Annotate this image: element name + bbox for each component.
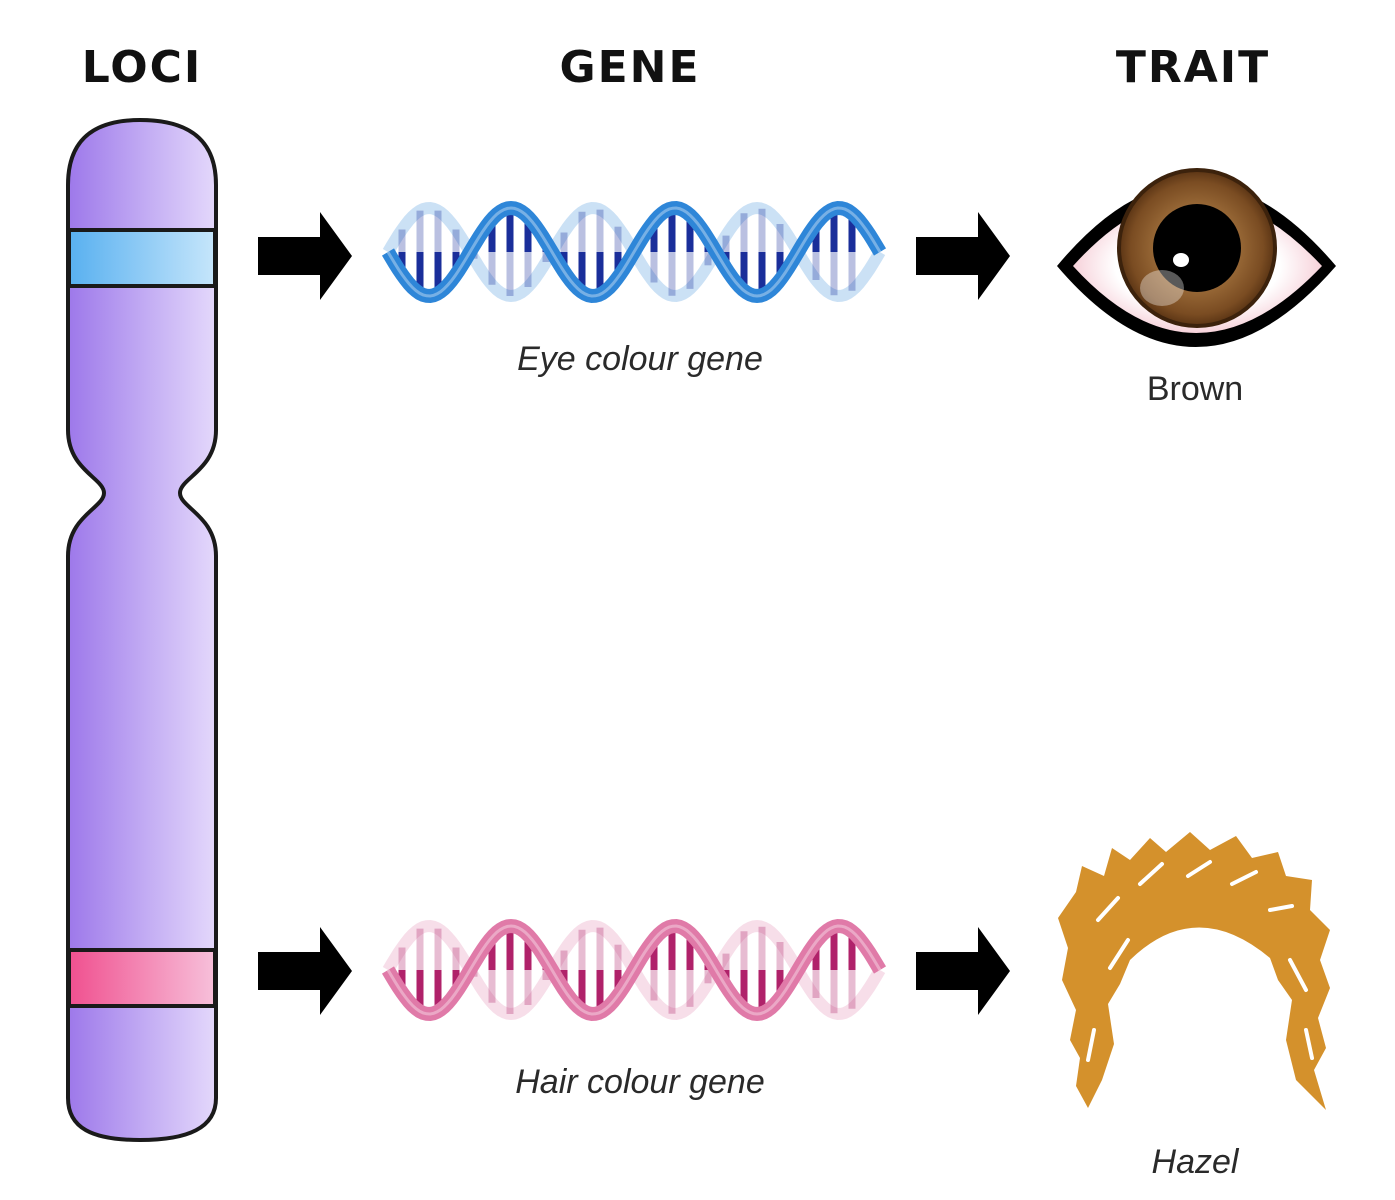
hair-colour-gene-label: Hair colour gene xyxy=(515,1063,765,1101)
trait-header: TRAIT xyxy=(1115,42,1271,93)
eye-colour-gene-label: Eye colour gene xyxy=(517,340,763,378)
hair-gene-locus-band xyxy=(67,948,217,1008)
dna-front-strand xyxy=(381,200,887,304)
arrow-locus-to-gene-2 xyxy=(258,927,352,1015)
loci-header: LOCI xyxy=(81,42,203,93)
eye-gene-locus-band xyxy=(67,228,217,288)
arrow-gene-to-trait-2 xyxy=(916,927,1010,1015)
gene-header: GENE xyxy=(559,42,701,93)
chromosome xyxy=(66,117,218,1143)
dna-front-strand xyxy=(381,918,887,1022)
hair-icon xyxy=(1058,832,1330,1110)
hazel-trait-label: Hazel xyxy=(1151,1143,1239,1181)
eye-icon xyxy=(1057,168,1336,347)
arrow-locus-to-gene-1 xyxy=(258,212,352,300)
hair-colour-dna-helix xyxy=(381,918,887,1022)
dna-front-strand-highlight xyxy=(386,206,882,298)
eye-colour-dna-helix xyxy=(381,200,887,304)
arrow-gene-to-trait-1 xyxy=(916,212,1010,300)
dna-front-strand-highlight xyxy=(386,924,882,1016)
brown-trait-label: Brown xyxy=(1146,370,1244,408)
